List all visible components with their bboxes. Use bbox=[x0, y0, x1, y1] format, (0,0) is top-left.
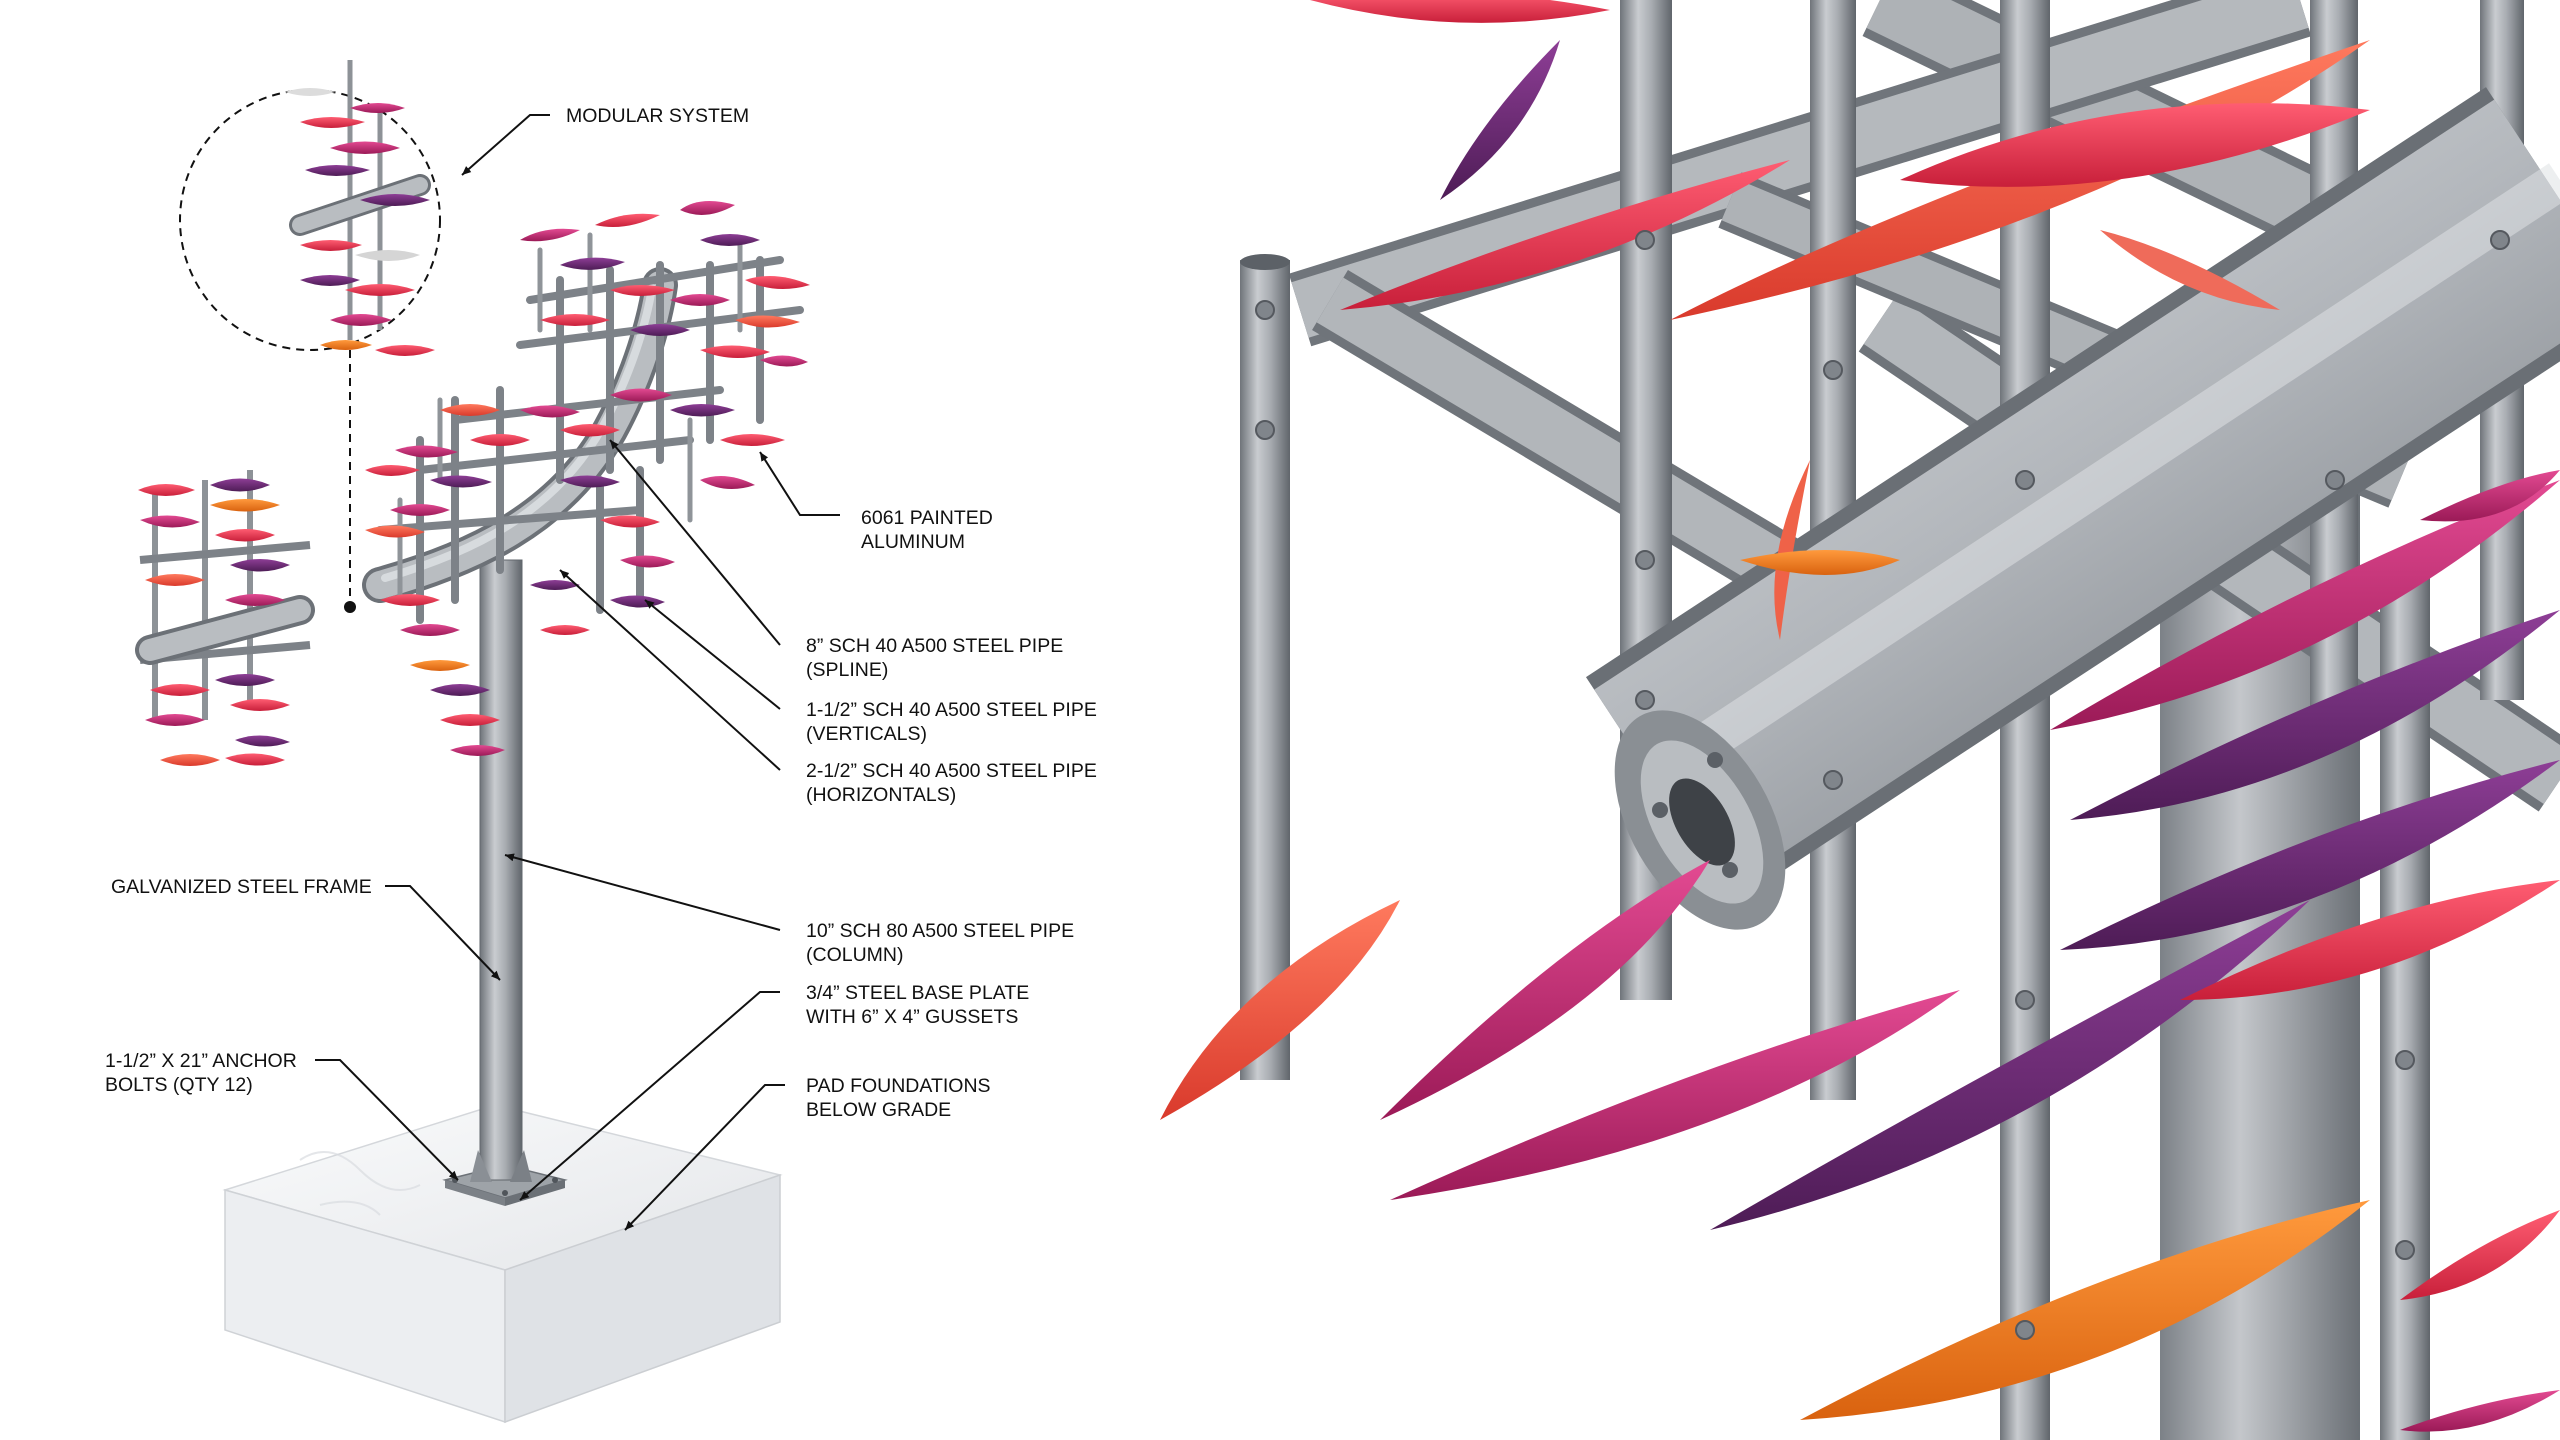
label-column-pipe: 10” SCH 80 A500 STEEL PIPE(COLUMN) bbox=[806, 920, 1074, 966]
label-painted-aluminum-line-1: 6061 PAINTED bbox=[861, 507, 993, 529]
vertical-frame-pipes bbox=[397, 232, 743, 603]
leader-column bbox=[504, 853, 781, 931]
label-spline-pipe-line-2: (SPLINE) bbox=[806, 659, 888, 681]
leader-anchor-bolts bbox=[315, 1059, 459, 1181]
label-horizontals-pipe: 2-1/2” SCH 40 A500 STEEL PIPE(HORIZONTAL… bbox=[806, 760, 1097, 806]
label-steel-frame-line-1: GALVANIZED STEEL FRAME bbox=[111, 876, 372, 898]
label-horizontals-pipe-line-2: (HORIZONTALS) bbox=[806, 784, 956, 806]
column bbox=[470, 559, 532, 1182]
label-base-plate-line-1: 3/4” STEEL BASE PLATE bbox=[806, 982, 1029, 1004]
label-spline-pipe: 8” SCH 40 A500 STEEL PIPE(SPLINE) bbox=[806, 635, 1063, 681]
label-modular-system-line-1: MODULAR SYSTEM bbox=[566, 105, 749, 127]
callout-marker-icon bbox=[344, 601, 356, 613]
leader-lines bbox=[315, 114, 840, 1231]
label-modular-system: MODULAR SYSTEM bbox=[566, 105, 749, 127]
aluminum-fins-main bbox=[365, 201, 810, 756]
label-column-pipe-line-1: 10” SCH 80 A500 STEEL PIPE bbox=[806, 920, 1074, 942]
leader-base-plate bbox=[519, 991, 780, 1201]
label-verticals-pipe: 1-1/2” SCH 40 A500 STEEL PIPE(VERTICALS) bbox=[806, 699, 1097, 745]
label-pad-foundations-line-2: BELOW GRADE bbox=[806, 1099, 951, 1121]
label-anchor-bolts-line-2: BOLTS (QTY 12) bbox=[105, 1074, 253, 1096]
label-horizontals-pipe-line-1: 2-1/2” SCH 40 A500 STEEL PIPE bbox=[806, 760, 1097, 782]
leader-modular-system bbox=[461, 114, 550, 176]
leader-verticals bbox=[644, 599, 781, 710]
detail-render-view bbox=[1160, 0, 2560, 1440]
leader-pad-foundations bbox=[624, 1084, 785, 1231]
exploded-module bbox=[135, 470, 315, 766]
label-column-pipe-line-2: (COLUMN) bbox=[806, 944, 904, 966]
label-painted-aluminum-line-2: ALUMINUM bbox=[861, 531, 965, 553]
label-base-plate-line-2: WITH 6” X 4” GUSSETS bbox=[806, 1006, 1018, 1028]
label-anchor-bolts-line-1: 1-1/2” X 21” ANCHOR bbox=[105, 1050, 297, 1072]
label-verticals-pipe-line-1: 1-1/2” SCH 40 A500 STEEL PIPE bbox=[806, 699, 1097, 721]
leader-steel-frame bbox=[385, 885, 501, 981]
label-spline-pipe-line-1: 8” SCH 40 A500 STEEL PIPE bbox=[806, 635, 1063, 657]
detail-circle bbox=[179, 60, 441, 356]
leader-horizontals bbox=[559, 569, 781, 771]
label-verticals-pipe-line-2: (VERTICALS) bbox=[806, 723, 927, 745]
label-steel-frame: GALVANIZED STEEL FRAME bbox=[111, 876, 372, 898]
leader-painted-aluminum bbox=[759, 451, 840, 516]
full-structure-view bbox=[135, 60, 810, 1424]
label-pad-foundations-line-1: PAD FOUNDATIONS bbox=[806, 1075, 991, 1097]
leader-spline bbox=[609, 439, 781, 646]
